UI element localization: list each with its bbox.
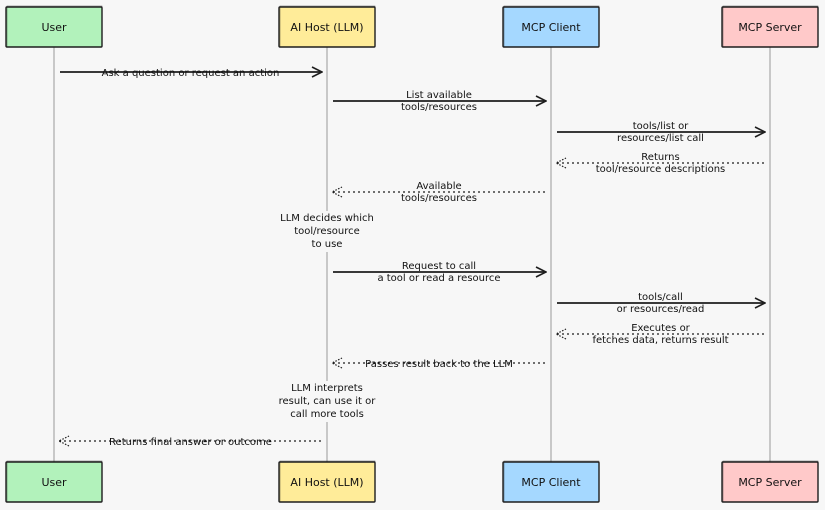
actor-bottom-host: AI Host (LLM) bbox=[278, 460, 376, 503]
message-label: tools/resources bbox=[401, 102, 477, 113]
message-label: tool/resource descriptions bbox=[596, 164, 726, 175]
actor-label: User bbox=[41, 476, 67, 489]
actor-label: AI Host (LLM) bbox=[290, 476, 363, 489]
actor-label: MCP Client bbox=[521, 476, 581, 489]
message-label: Request to call bbox=[402, 261, 476, 272]
actor-bottom-user: User bbox=[5, 460, 103, 503]
actor-label: MCP Server bbox=[738, 476, 802, 489]
note-2: LLM interprets result, can use it or call … bbox=[269, 381, 385, 422]
message-label: List available bbox=[406, 90, 472, 101]
message-label: or resources/read bbox=[617, 304, 705, 315]
actor-top-host: AI Host (LLM) bbox=[278, 5, 376, 48]
actor-top-client: MCP Client bbox=[502, 5, 600, 48]
actor-label: User bbox=[41, 21, 67, 34]
actor-label: MCP Client bbox=[521, 21, 581, 34]
note-line: tool/resource bbox=[294, 226, 360, 237]
note-line: to use bbox=[312, 239, 343, 250]
message-label: Passes result back to the LLM bbox=[365, 359, 513, 370]
message-label: Ask a question or request an action bbox=[102, 68, 280, 79]
message-1: Ask a question or request an action bbox=[60, 68, 322, 79]
actor-bottom-client: MCP Client bbox=[502, 460, 600, 503]
message-label: resources/list call bbox=[617, 133, 704, 144]
message-label: fetches data, returns result bbox=[592, 335, 728, 346]
actor-top-server: MCP Server bbox=[721, 5, 819, 48]
message-label: Executes or bbox=[631, 323, 690, 334]
actor-label: MCP Server bbox=[738, 21, 802, 34]
note-1: LLM decides which tool/resource to use bbox=[269, 211, 385, 252]
message-label: a tool or read a resource bbox=[377, 273, 500, 284]
message-label: tools/call bbox=[638, 292, 683, 303]
note-line: call more tools bbox=[290, 409, 364, 420]
note-line: result, can use it or bbox=[279, 396, 377, 407]
note-line: LLM interprets bbox=[291, 383, 363, 394]
message-9: Passes result back to the LLM bbox=[332, 359, 545, 370]
message-label: Available bbox=[416, 181, 461, 192]
note-line: LLM decides which bbox=[280, 213, 374, 224]
actor-top-user: User bbox=[5, 5, 103, 48]
message-label: tools/list or bbox=[633, 121, 689, 132]
actor-bottom-server: MCP Server bbox=[721, 460, 819, 503]
actor-label: AI Host (LLM) bbox=[290, 21, 363, 34]
message-label: tools/resources bbox=[401, 193, 477, 204]
message-label: Returns bbox=[641, 152, 679, 163]
message-10: Returns final answer or outcome bbox=[59, 437, 321, 448]
message-label: Returns final answer or outcome bbox=[109, 437, 272, 448]
